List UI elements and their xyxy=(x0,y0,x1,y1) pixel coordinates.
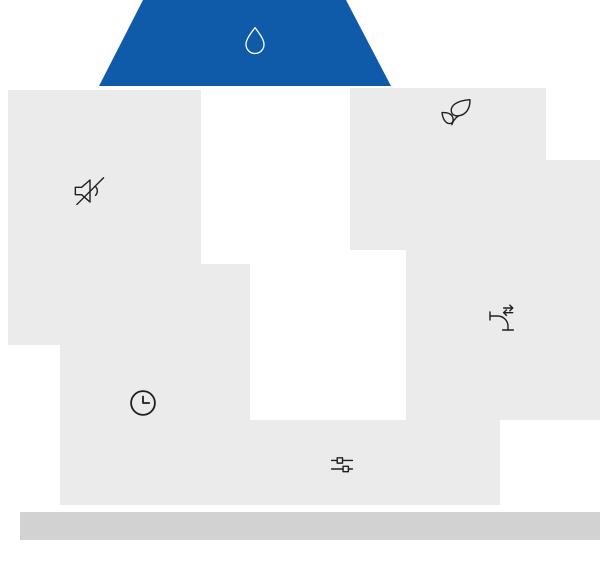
tap-arrows-icon xyxy=(480,302,520,342)
water-supply-button[interactable] xyxy=(480,302,520,342)
timer-button[interactable] xyxy=(126,386,160,420)
bottom-base-bar xyxy=(20,512,600,540)
water-drop-icon xyxy=(235,21,275,63)
panel-settings xyxy=(205,420,500,505)
settings-button[interactable] xyxy=(326,449,358,481)
eco-leaves-icon xyxy=(437,93,475,131)
sliders-icon xyxy=(326,449,358,481)
speaker-muted-icon xyxy=(68,169,112,213)
panel-water xyxy=(406,160,600,420)
header-banner xyxy=(99,0,391,86)
water-drop-indicator xyxy=(235,21,275,63)
eco-button[interactable] xyxy=(437,93,475,131)
mute-button[interactable] xyxy=(68,169,112,213)
clock-icon xyxy=(126,386,160,420)
